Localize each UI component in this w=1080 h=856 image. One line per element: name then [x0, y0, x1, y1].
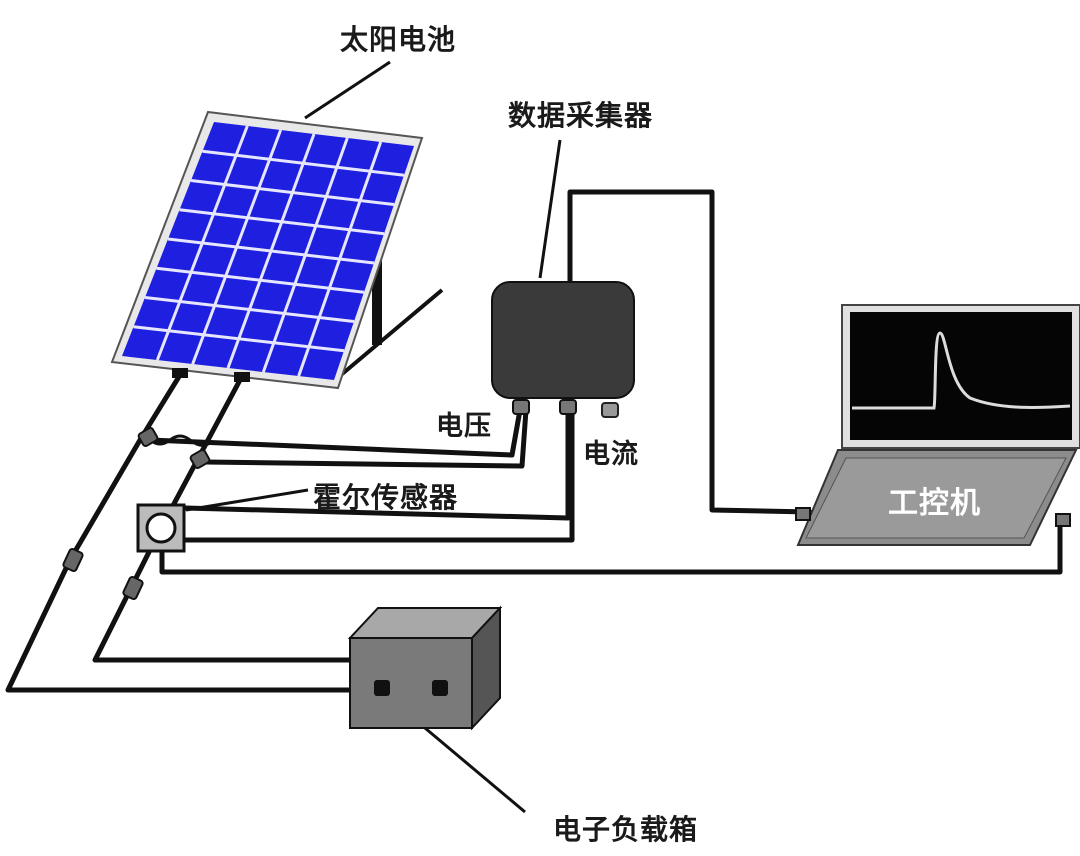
panel-grid-line	[179, 208, 385, 236]
laptop-screen	[850, 312, 1072, 440]
panel-lead	[172, 368, 188, 378]
hall-sensor	[136, 503, 186, 553]
load-label-leader	[424, 726, 526, 814]
hall-label-leader	[185, 488, 309, 512]
data-logger	[491, 281, 635, 418]
connector	[62, 547, 84, 573]
wire-panel-negative	[92, 377, 353, 663]
industrial-pc-label: 工控机	[888, 486, 981, 521]
wire-voltage-sense-1	[147, 407, 523, 458]
panel-support-line	[333, 288, 444, 382]
industrial-pc	[795, 304, 1080, 546]
voltage-port-icon	[512, 399, 530, 415]
panel-lead	[234, 372, 250, 382]
hall-sensor-ring	[145, 512, 177, 544]
connector	[122, 575, 144, 601]
wiring	[5, 189, 1063, 693]
spare-port-icon	[601, 402, 619, 418]
panel-grid-line	[202, 149, 405, 177]
connector	[137, 427, 159, 447]
laptop-port	[1055, 513, 1071, 527]
load-box-front	[349, 637, 473, 729]
laptop-port	[795, 507, 811, 521]
solar-panel	[110, 110, 444, 390]
connector	[189, 449, 211, 469]
panel-grid-line	[133, 325, 345, 353]
load-terminal-icon	[432, 680, 448, 696]
electronic-load-label: 电子负载箱	[553, 813, 699, 846]
current-port-label: 电流	[583, 439, 639, 470]
data-logger-label: 数据采集器	[508, 99, 654, 132]
panel-grid-line	[190, 179, 395, 206]
wire-hall-to-pc	[159, 517, 1063, 575]
logger-body	[491, 281, 635, 399]
hall-sensor-label: 霍尔传感器	[313, 481, 459, 514]
current-port-icon	[559, 399, 577, 415]
voltage-port-label: 电压	[436, 411, 492, 442]
signal-trace	[852, 331, 1071, 410]
solar-label-leader	[304, 60, 391, 120]
wire-logger-to-pc	[567, 189, 813, 515]
laptop-keyboard	[805, 457, 1067, 539]
connectors	[62, 427, 211, 601]
solar-panel-label: 太阳电池	[340, 23, 457, 56]
wire-voltage-sense-2	[202, 407, 529, 469]
panel-grid-line	[156, 266, 365, 294]
panel-grid	[133, 125, 405, 377]
panel-grid-line	[167, 237, 375, 265]
load-terminal-icon	[374, 680, 390, 696]
logger-label-leader	[538, 139, 562, 279]
panel-grid-line	[144, 296, 355, 323]
wire-hall-signal-1	[182, 407, 571, 521]
electronic-load	[347, 605, 503, 731]
wire-twist	[148, 434, 210, 447]
wire-hall-signal-2	[182, 407, 575, 543]
